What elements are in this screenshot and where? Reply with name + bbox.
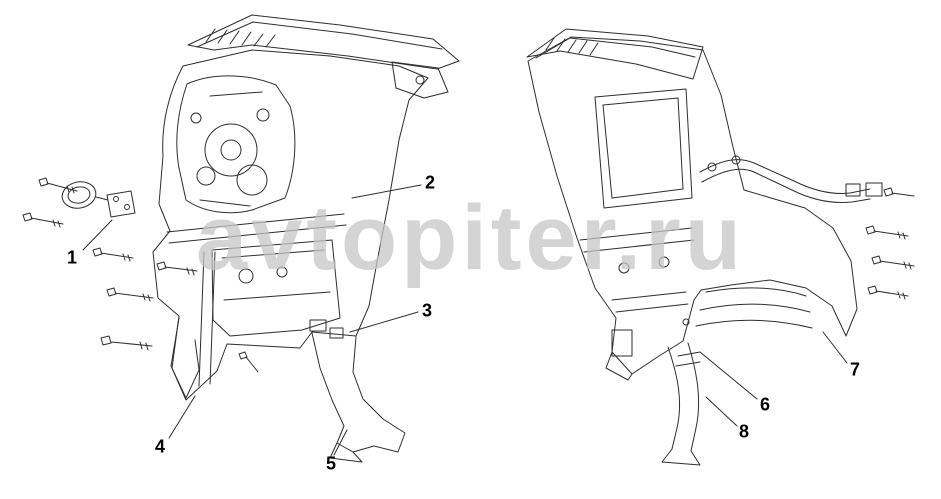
- callout-8: 8: [738, 421, 750, 442]
- callout-6: 6: [759, 394, 771, 415]
- callout-3: 3: [421, 300, 433, 321]
- callout-4: 4: [154, 436, 166, 457]
- callout-5: 5: [325, 453, 337, 474]
- right-assembly-drawing: [526, 28, 915, 466]
- left-assembly-drawing: [22, 14, 460, 463]
- callout-2: 2: [424, 172, 436, 193]
- callout-7: 7: [849, 359, 861, 380]
- callout-1: 1: [66, 247, 78, 268]
